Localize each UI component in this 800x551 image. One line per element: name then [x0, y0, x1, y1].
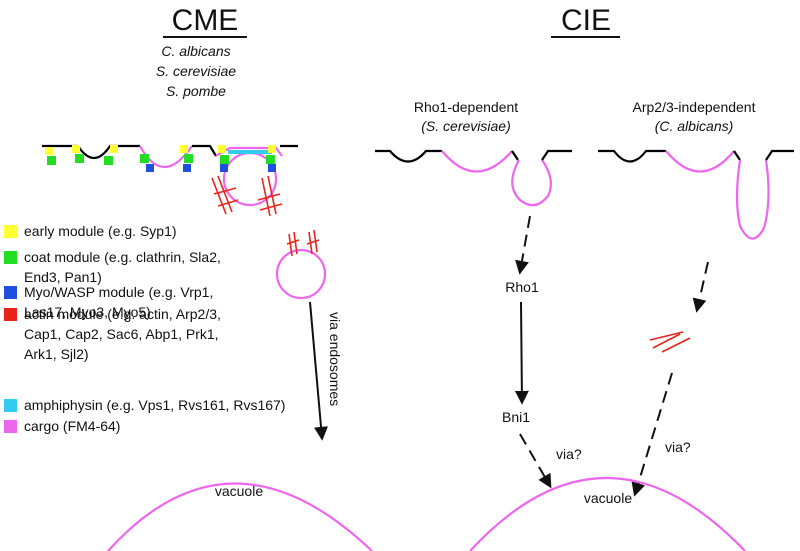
coat-module-marker: [47, 156, 56, 165]
cme-internalized-vesicle: [275, 248, 327, 300]
cme-membrane-mid: [192, 144, 217, 157]
legend-label: End3, Pan1): [24, 269, 102, 285]
arp-dashed-arrow-2: [631, 372, 673, 497]
legend-swatch: [4, 399, 17, 412]
legend-label: coat module (e.g. clathrin, Sla2,: [24, 249, 221, 265]
legend-swatch: [4, 251, 17, 264]
coat-module-marker: [104, 156, 113, 165]
legend-label: Myo/WASP module (e.g. Vrp1,: [24, 284, 213, 300]
legend-swatch: [4, 420, 17, 433]
cme-species-3: S. pombe: [166, 83, 226, 99]
coat-module-marker: [220, 155, 229, 164]
cie-vacuole-label: vacuole: [584, 490, 632, 506]
early-module-marker: [180, 145, 188, 153]
coat-module-marker: [75, 154, 84, 163]
arp-actin-filaments: [649, 331, 691, 353]
coat-module-marker: [140, 154, 149, 163]
cme-arrow-to-vacuole: [309, 301, 328, 441]
arp-cargo-pit: [665, 150, 735, 173]
rho1-membrane: [375, 149, 572, 207]
rho1-label: Rho1: [505, 279, 539, 295]
legend-label: early module (e.g. Syp1): [24, 223, 177, 239]
arp-tubular-invagination: [735, 159, 770, 240]
legend-swatch: [4, 225, 17, 238]
early-module-marker: [218, 145, 226, 153]
legend-label: actin module (e.g. actin, Arp2/3,: [24, 306, 221, 322]
legend: early module (e.g. Syp1) coat module (e.g…: [4, 223, 285, 434]
arp-heading: Arp2/3-independent: [633, 99, 756, 115]
bni1-label: Bni1: [502, 409, 530, 425]
rho1-heading: Rho1-dependent: [414, 99, 518, 115]
wasp-module-marker: [183, 164, 191, 172]
cme-vacuole: [107, 482, 373, 551]
legend-label: Ark1, Sjl2): [24, 346, 89, 362]
wasp-module-marker: [268, 164, 276, 172]
legend-swatch: [4, 308, 17, 321]
wasp-module-marker: [220, 164, 228, 172]
cme-protein-modules: [45, 145, 276, 172]
rho1-species: (S. cerevisiae): [421, 118, 510, 134]
legend-label: Las17, Myo3, Myo5): [24, 304, 151, 320]
vesicle-actin-filaments: [286, 229, 320, 257]
early-module-marker: [72, 145, 80, 153]
coat-module-marker: [266, 155, 275, 164]
cme-via-label: via endosomes: [327, 312, 343, 406]
cme-cargo-pit-1: [139, 145, 193, 169]
coat-module-marker: [184, 154, 193, 163]
legend-label: Cap1, Cap2, Sac6, Abp1, Prk1,: [24, 326, 219, 342]
legend-swatch: [4, 286, 17, 299]
cme-species-1: C. albicans: [161, 43, 230, 59]
arp-species: (C. albicans): [655, 118, 734, 134]
rho1-solid-arrow: [514, 301, 529, 405]
via-question-right: via?: [665, 439, 691, 455]
arp-dashed-arrow-1: [692, 261, 709, 313]
rho1-cargo-pit: [441, 150, 513, 173]
cie-title: CIE: [561, 4, 611, 37]
early-module-marker: [45, 147, 53, 155]
early-module-marker: [268, 145, 276, 153]
cme-species-2: S. cerevisiae: [156, 63, 236, 79]
legend-label: amphiphysin (e.g. Vps1, Rvs161, Rvs167): [24, 397, 285, 413]
early-module-marker: [110, 145, 118, 153]
cme-actin-filaments: [211, 175, 283, 217]
rho1-dashed-arrow-1: [515, 215, 531, 275]
cme-plasma-membrane: [42, 144, 140, 160]
via-question-left: via?: [556, 446, 582, 462]
wasp-module-marker: [146, 164, 154, 172]
arp-membrane: [598, 149, 794, 240]
cme-vacuole-label: vacuole: [215, 483, 263, 499]
cie-vacuole: [469, 477, 746, 551]
cme-title: CME: [172, 4, 239, 37]
bni1-dashed-arrow: [519, 433, 552, 489]
legend-label: cargo (FM4-64): [24, 418, 120, 434]
rho1-budding-vesicle: [511, 159, 553, 207]
